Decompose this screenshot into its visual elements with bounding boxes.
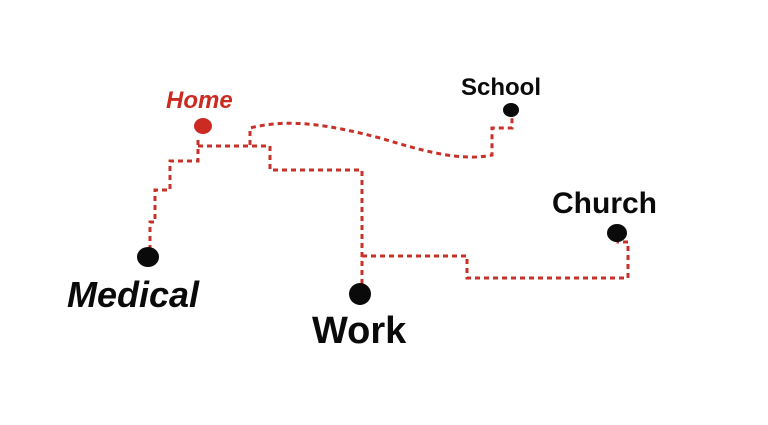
medical-label: Medical	[67, 274, 200, 315]
home-pin	[194, 118, 212, 134]
school-label: School	[461, 74, 541, 101]
route-home-to-medical	[148, 140, 200, 248]
route-work-to-church	[362, 234, 630, 280]
medical-pin	[137, 247, 159, 267]
school-pin	[503, 103, 519, 117]
church-pin	[607, 224, 627, 242]
work-label: Work	[312, 310, 407, 352]
route-home-to-school	[248, 115, 514, 159]
work-pin	[349, 283, 371, 305]
home-label: Home	[166, 87, 233, 114]
route-home-to-work	[198, 144, 364, 286]
church-label: Church	[552, 187, 657, 220]
